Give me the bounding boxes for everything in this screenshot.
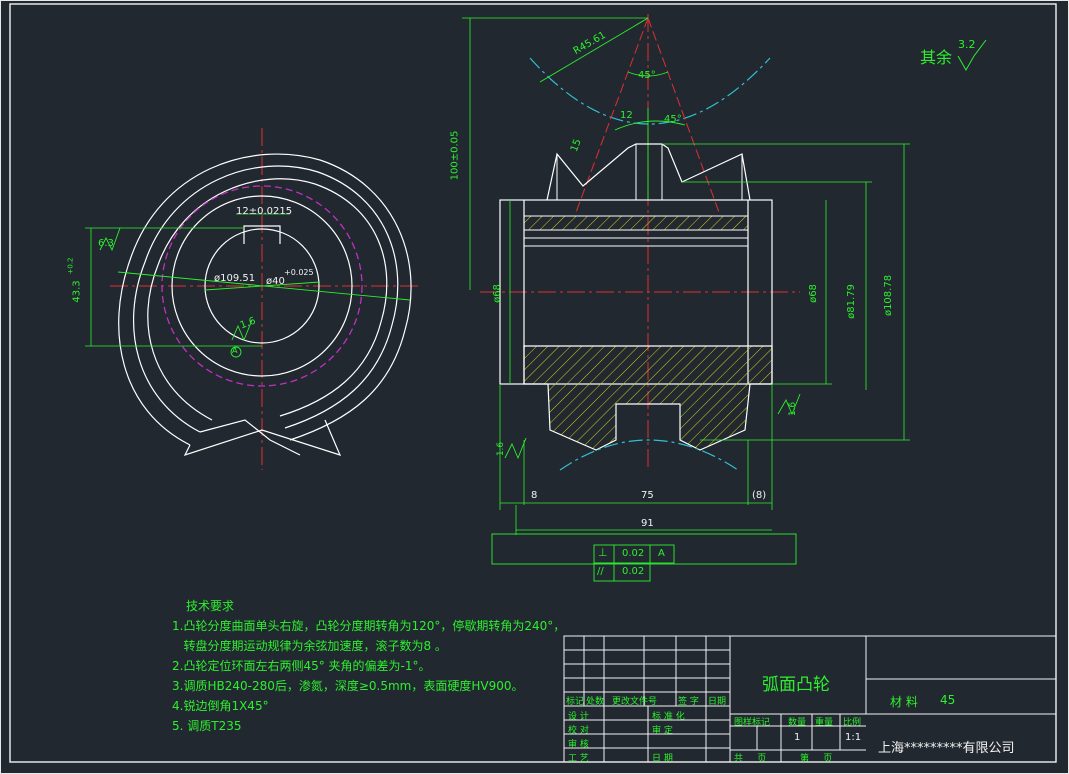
tb-total-sheets: 共 页 bbox=[734, 754, 767, 764]
tb-col-weight: 重量 bbox=[815, 718, 834, 728]
tb-standard: 标 准 化 bbox=[652, 712, 685, 722]
roughness-rest-label: 其余 bbox=[920, 48, 953, 67]
dim-d40-tol: +0.025 bbox=[284, 268, 314, 277]
company-name: 上海*********有限公司 bbox=[878, 741, 1015, 756]
roughness-16-left: 1.6 bbox=[496, 441, 507, 457]
dim-r4561: R45.61 bbox=[571, 29, 608, 58]
tb-hdr-change: 更改文件号 bbox=[612, 697, 658, 707]
dim-h433: 43.3 bbox=[71, 280, 83, 303]
dim-h433-tol: +0.2 bbox=[66, 257, 75, 275]
tech-note-3: 3.调质HB240-280后，渗氮，深度≥0.5mm，表面硬度HV900。 bbox=[172, 679, 524, 693]
tech-note-4: 4.锐边倒角1X45° bbox=[172, 699, 269, 713]
dim-keyway: 12±0.0215 bbox=[236, 206, 293, 217]
tech-note-5: 5. 调质T235 bbox=[172, 719, 242, 733]
tol-par-value: 0.02 bbox=[622, 566, 645, 577]
tb-col-marking: 图样标记 bbox=[734, 718, 771, 728]
drawing-border-inner bbox=[9, 3, 1057, 763]
dim-d40: ø40 bbox=[266, 276, 285, 287]
tol-perp-datum: A bbox=[658, 548, 665, 559]
tol-par-symbol: // bbox=[597, 566, 604, 577]
tb-sheet-no: 第 页 bbox=[800, 754, 833, 764]
tb-hdr-mark: 标记 bbox=[566, 697, 585, 707]
dim-d10951: ø109.51 bbox=[214, 273, 256, 284]
dim-12: 12 bbox=[620, 110, 633, 121]
tb-check: 校 对 bbox=[568, 726, 589, 736]
dim-d10878: ø108.78 bbox=[883, 274, 895, 317]
dim-15: 15 bbox=[569, 137, 584, 154]
front-view bbox=[462, 14, 910, 565]
tolerance-frame bbox=[593, 544, 675, 582]
tech-note-2: 2.凸轮定位环面左右两侧45° 夹角的偏差为-1°。 bbox=[172, 659, 431, 673]
tb-review: 审 核 bbox=[568, 740, 589, 750]
title-block-grid bbox=[563, 635, 1057, 763]
tb-col-scale: 比例 bbox=[843, 718, 862, 728]
tb-hdr-sign: 签 字 bbox=[678, 697, 699, 707]
tech-note-1b: 转盘分度期运动规律为余弦加速度，滚子数为8 。 bbox=[172, 639, 447, 653]
material-label: 材 料 bbox=[890, 695, 918, 709]
roughness-63: 6.3 bbox=[98, 238, 114, 249]
part-name: 弧面凸轮 bbox=[762, 675, 830, 695]
dim-w75: 75 bbox=[641, 490, 654, 501]
tb-date: 日 期 bbox=[652, 754, 673, 764]
dim-w8: 8 bbox=[531, 490, 538, 501]
tb-qty-value: 1 bbox=[794, 732, 801, 743]
tb-hdr-count: 处数 bbox=[586, 697, 605, 707]
tech-note-1: 1.凸轮分度曲面单头右旋，凸轮分度期转角为120°，停歇期转角为240°， bbox=[172, 619, 566, 633]
roughness-rest-value: 3.2 bbox=[958, 38, 976, 51]
datum-a-marker: A bbox=[232, 346, 238, 355]
roughness-16-bore: 1.6 bbox=[238, 315, 258, 332]
dim-d68-right: ø68 bbox=[807, 284, 819, 303]
material-value: 45 bbox=[940, 693, 956, 707]
tol-perp-symbol: ⊥ bbox=[598, 546, 608, 559]
tech-notes: 技术要求 1.凸轮分度曲面单头右旋，凸轮分度期转角为120°，停歇期转角为240… bbox=[172, 596, 565, 736]
dim-d68-left: ø68 bbox=[491, 284, 503, 303]
tb-process: 工 艺 bbox=[568, 754, 589, 764]
tb-design: 设 计 bbox=[568, 712, 589, 722]
tb-scale-value: 1:1 bbox=[845, 732, 862, 743]
roughness-16-right: 1.6 bbox=[788, 401, 799, 417]
dim-d8179: ø81.79 bbox=[845, 284, 857, 319]
tol-perp-value: 0.02 bbox=[622, 548, 645, 559]
tb-col-qty: 数量 bbox=[788, 718, 807, 728]
tb-hdr-date: 日期 bbox=[708, 697, 727, 707]
tech-notes-title: 技术要求 bbox=[186, 599, 235, 613]
dim-100: 100±0.05 bbox=[449, 130, 461, 181]
tb-approve: 审 定 bbox=[652, 726, 673, 736]
dim-w91: 91 bbox=[641, 518, 654, 529]
end-view bbox=[85, 128, 420, 470]
dim-w8b: (8) bbox=[752, 490, 767, 501]
roughness-symbol bbox=[957, 39, 987, 72]
dim-angle-45-right: 45° bbox=[664, 114, 682, 125]
dim-angle-45-top: 45° bbox=[638, 70, 656, 81]
